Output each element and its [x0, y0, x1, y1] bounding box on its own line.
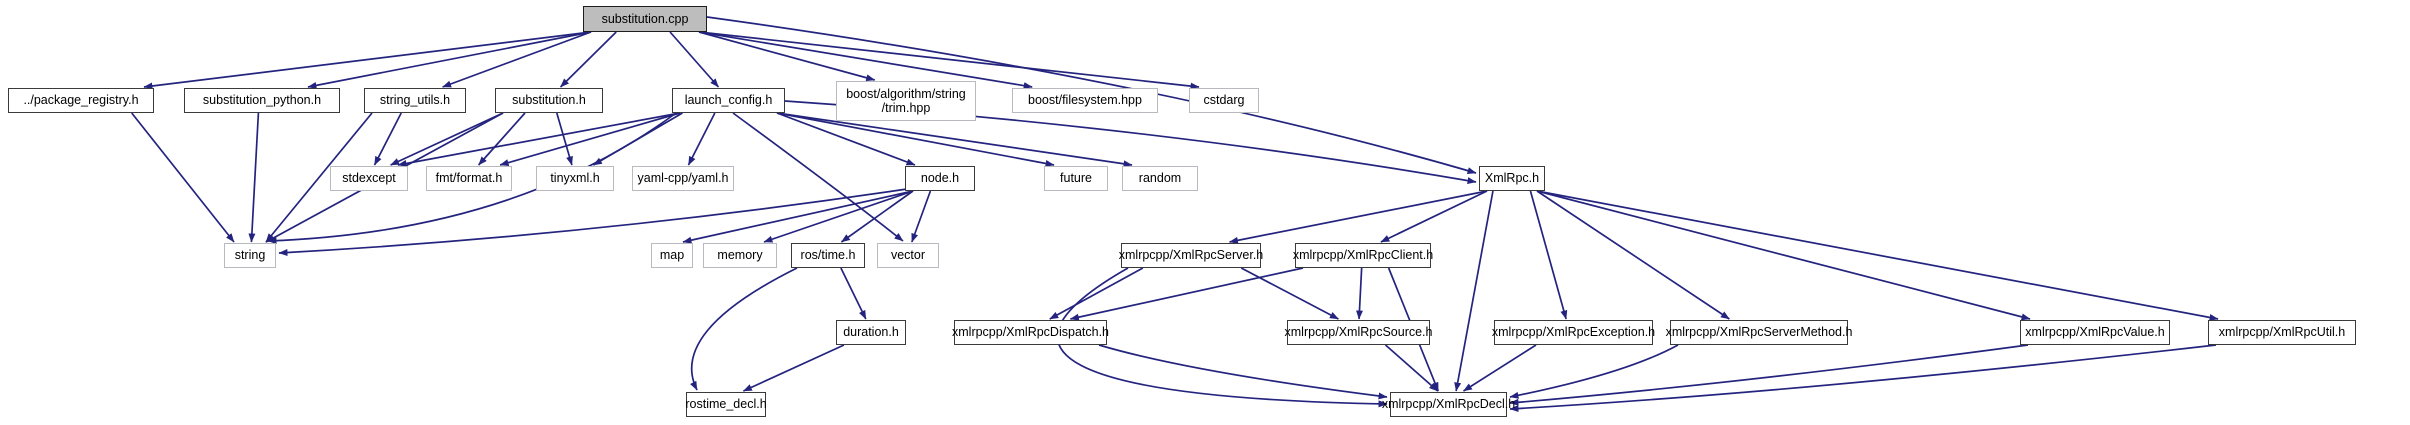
edge-xmlrpc-h--xmlrpcpp-xmlrpcdecl-h [1454, 190, 1494, 392]
edge-xmlrpc-h--xmlrpcpp-xmlrpcservermethod-h [1536, 190, 1730, 320]
edge-substitution-h--tinyxml-h [555, 112, 573, 166]
graph-node-xmlrpcpp-xmlrpcserver-h[interactable]: xmlrpcpp/XmlRpcServer.h [1119, 243, 1263, 268]
graph-node-boost-algorithm-string-trim-hpp: boost/algorithm/string /trim.hpp [836, 81, 976, 121]
edge-xmlrpc-h--xmlrpcpp-xmlrpcutil-h [1536, 190, 2219, 321]
graph-node-xmlrpcpp-xmlrpcservermethod-h[interactable]: xmlrpcpp/XmlRpcServerMethod.h [1666, 320, 1852, 345]
graph-node-string: string [224, 243, 276, 268]
edge-substitution-cpp--cstdarg [698, 31, 1200, 90]
edge-xmlrpc-h--xmlrpcpp-xmlrpcserver-h [1229, 190, 1488, 244]
edge-launch-config-h--string [267, 112, 677, 245]
edge-substitution-cpp--package-registry-h [143, 31, 592, 90]
edge-substitution-h--stdexcept [390, 112, 504, 166]
graph-node-future: future [1044, 166, 1108, 191]
edge-substitution-cpp--xmlrpc-h [706, 16, 1477, 174]
edge-xmlrpc-h--xmlrpcpp-xmlrpcvalue-h [1536, 190, 2031, 321]
edge-xmlrpcpp-xmlrpcserver-h--xmlrpcpp-xmlrpcdecl-h [1056, 267, 1388, 408]
edge-string-utils-h--stdexcept [373, 112, 402, 166]
edge-launch-config-h--stdexcept [397, 112, 681, 167]
edge-package-registry-h--string [131, 112, 235, 243]
edge-ros-time-h--rostime-decl-h [690, 267, 798, 391]
edge-xmlrpcpp-xmlrpcexception-h--xmlrpcpp-xmlrpcdecl-h [1463, 344, 1537, 392]
edge-launch-config-h--future [776, 112, 1055, 167]
edge-substitution-python-h--string [248, 112, 260, 243]
graph-node-stdexcept: stdexcept [330, 166, 408, 191]
graph-node-yaml-cpp-yaml-h: yaml-cpp/yaml.h [632, 166, 734, 191]
graph-node-xmlrpcpp-xmlrpcutil-h[interactable]: xmlrpcpp/XmlRpcUtil.h [2208, 320, 2356, 345]
edge-substitution-cpp--launch-config-h [669, 31, 720, 88]
graph-node-package-registry-h[interactable]: ../package_registry.h [8, 88, 154, 113]
edge-substitution-cpp--boost-filesystem-hpp [698, 31, 1033, 90]
graph-node-xmlrpcpp-xmlrpcexception-h[interactable]: xmlrpcpp/XmlRpcException.h [1492, 320, 1655, 345]
edge-launch-config-h--random [776, 112, 1133, 168]
graph-node-xmlrpc-h[interactable]: XmlRpc.h [1479, 166, 1545, 191]
edge-launch-config-h--node-h [776, 112, 916, 166]
edge-xmlrpcpp-xmlrpcdispatch-h--xmlrpcpp-xmlrpcdecl-h [1098, 344, 1388, 400]
edge-node-h--vector [911, 190, 932, 243]
graph-node-cstdarg: cstdarg [1189, 88, 1259, 113]
edge-xmlrpcpp-xmlrpcvalue-h--xmlrpcpp-xmlrpcdecl-h [1509, 344, 2029, 406]
edge-xmlrpcpp-xmlrpcutil-h--xmlrpcpp-xmlrpcdecl-h [1509, 344, 2217, 413]
edge-node-h--memory [763, 190, 914, 243]
graph-node-random: random [1122, 166, 1198, 191]
graph-node-tinyxml-h: tinyxml.h [536, 166, 614, 191]
edge-xmlrpcpp-xmlrpcserver-h--xmlrpcpp-xmlrpcdispatch-h [1049, 267, 1144, 320]
edge-substitution-cpp--substitution-python-h [307, 31, 592, 89]
edge-launch-config-h--yaml-cpp-yaml-h [687, 112, 716, 166]
edge-substitution-cpp--substitution-h [559, 31, 617, 88]
edge-node-h--string [278, 188, 908, 257]
edge-xmlrpcpp-xmlrpcclient-h--xmlrpcpp-xmlrpcdispatch-h [1069, 267, 1304, 321]
graph-node-xmlrpcpp-xmlrpcdispatch-h[interactable]: xmlrpcpp/XmlRpcDispatch.h [952, 320, 1109, 345]
graph-node-boost-filesystem-hpp: boost/filesystem.hpp [1012, 88, 1158, 113]
edge-xmlrpcpp-xmlrpcclient-h--xmlrpcpp-xmlrpcsource-h [1355, 267, 1363, 320]
edge-launch-config-h--vector [732, 112, 904, 242]
edge-launch-config-h--fmt-format-h [499, 112, 681, 167]
graph-node-launch-config-h[interactable]: launch_config.h [672, 88, 785, 113]
edge-substitution-cpp--boost-algorithm-string-trim-hpp [698, 31, 876, 82]
graph-node-xmlrpcpp-xmlrpcclient-h[interactable]: xmlrpcpp/XmlRpcClient.h [1293, 243, 1433, 268]
edge-node-h--ros-time-h [840, 190, 914, 243]
graph-node-substitution-python-h[interactable]: substitution_python.h [184, 88, 340, 113]
edge-xmlrpcpp-xmlrpcsource-h--xmlrpcpp-xmlrpcdecl-h [1384, 344, 1439, 392]
graph-node-memory: memory [703, 243, 777, 268]
edge-node-h--map [682, 190, 914, 244]
graph-node-ros-time-h[interactable]: ros/time.h [791, 243, 865, 268]
graph-node-string-utils-h[interactable]: string_utils.h [364, 88, 466, 113]
edge-xmlrpc-h--xmlrpcpp-xmlrpcexception-h [1529, 190, 1568, 320]
edge-substitution-h--fmt-format-h [477, 112, 526, 166]
graph-node-node-h[interactable]: node.h [905, 166, 975, 191]
edge-substitution-cpp--string-utils-h [442, 31, 592, 88]
graph-node-substitution-cpp: substitution.cpp [583, 6, 707, 32]
graph-node-map: map [651, 243, 693, 268]
edge-xmlrpcpp-xmlrpcserver-h--xmlrpcpp-xmlrpcsource-h [1240, 267, 1339, 320]
graph-node-xmlrpcpp-xmlrpcdecl-h[interactable]: xmlrpcpp/XmlRpcDecl.h [1382, 392, 1515, 417]
edge-xmlrpc-h--xmlrpcpp-xmlrpcclient-h [1380, 190, 1488, 243]
graph-node-rostime-decl-h[interactable]: rostime_decl.h [685, 392, 767, 417]
graph-node-duration-h[interactable]: duration.h [836, 320, 906, 345]
edge-duration-h--rostime-decl-h [742, 344, 845, 392]
edge-xmlrpcpp-xmlrpcservermethod-h--xmlrpcpp-xmlrpcdecl-h [1509, 344, 1679, 399]
graph-node-xmlrpcpp-xmlrpcvalue-h[interactable]: xmlrpcpp/XmlRpcValue.h [2020, 320, 2170, 345]
graph-node-substitution-h[interactable]: substitution.h [495, 88, 603, 113]
graph-node-vector: vector [877, 243, 939, 268]
edge-ros-time-h--duration-h [840, 267, 867, 320]
graph-node-xmlrpcpp-xmlrpcsource-h[interactable]: xmlrpcpp/XmlRpcSource.h [1285, 320, 1432, 345]
graph-node-fmt-format-h: fmt/format.h [426, 166, 512, 191]
edge-string-utils-h--string [265, 112, 373, 243]
